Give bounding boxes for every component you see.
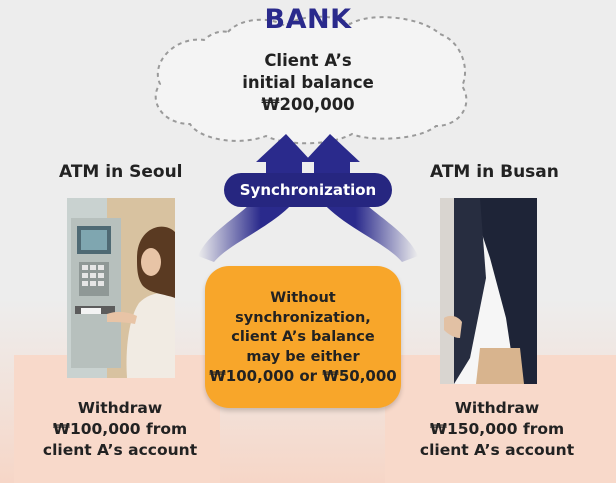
left-withdraw-text: Withdraw ₩100,000 from client A’s accoun… xyxy=(40,398,200,461)
sync-label: Synchronization xyxy=(239,181,377,199)
left-withdraw-line1: Withdraw xyxy=(77,399,163,417)
bank-text-line3: ₩200,000 xyxy=(261,95,355,114)
sync-pill xyxy=(224,173,392,207)
bank-title: BANK xyxy=(264,4,352,35)
atm-busan-label: ATM in Busan xyxy=(430,162,559,182)
without-sync-text: Without synchronization, client A’s bala… xyxy=(205,289,401,387)
without-sync-box xyxy=(205,266,401,408)
without-sync-line5: ₩100,000 or ₩50,000 xyxy=(209,367,397,385)
atm-seoul-photo xyxy=(67,198,175,378)
left-withdraw-line2: ₩100,000 from xyxy=(52,420,188,438)
left-withdraw-line3: client A’s account xyxy=(42,441,198,459)
right-withdraw-line2: ₩150,000 from xyxy=(429,420,565,438)
right-withdraw-text: Withdraw ₩150,000 from client A’s accoun… xyxy=(412,398,582,461)
atm-busan-photo xyxy=(440,198,537,384)
without-sync-line2: synchronization, xyxy=(235,309,371,326)
right-withdraw-line3: client A’s account xyxy=(419,441,575,459)
bank-text-line1: Client A’s xyxy=(264,51,352,70)
without-sync-line1: Without xyxy=(270,290,336,306)
left-sync-arrow xyxy=(198,134,312,262)
bank-balance-text: Client A’s initial balance ₩200,000 xyxy=(208,50,408,116)
bank-text-line2: initial balance xyxy=(242,73,374,92)
without-sync-line4: may be either xyxy=(246,348,360,365)
right-sync-arrow xyxy=(304,134,418,262)
without-sync-line3: client A’s balance xyxy=(231,329,375,345)
atm-seoul-label: ATM in Seoul xyxy=(59,162,183,182)
right-withdraw-line1: Withdraw xyxy=(454,399,540,417)
bank-cloud-outline xyxy=(154,15,468,145)
